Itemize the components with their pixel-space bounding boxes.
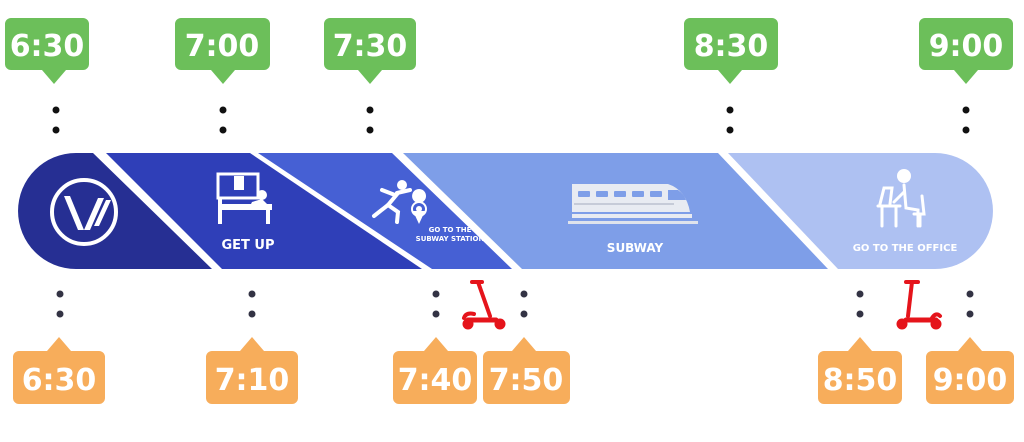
bottom-badge: 7:50 <box>483 337 570 404</box>
bottom-time-label: 6:30 <box>22 363 97 398</box>
top-dots <box>366 106 374 134</box>
bottom-time-label: 8:50 <box>823 363 898 398</box>
bottom-badge: 8:50 <box>818 337 902 404</box>
bottom-badge: 6:30 <box>13 337 105 404</box>
station-label-line2: SUBWAY STATION <box>416 235 485 243</box>
station-label-line1: GO TO THE <box>429 226 472 234</box>
bottom-dots <box>56 290 64 318</box>
running-person-icon <box>372 180 412 224</box>
bottom-dots <box>966 290 974 318</box>
top-dots <box>962 106 970 134</box>
segment-office <box>728 153 993 269</box>
segment-go-to-station <box>258 153 512 269</box>
bottom-badge: 9:00 <box>926 337 1014 404</box>
top-time-label: 6:30 <box>10 29 85 64</box>
top-time-label: 7:30 <box>333 29 408 64</box>
top-badge: 8:30 <box>684 18 778 84</box>
bottom-time-label: 7:10 <box>215 363 290 398</box>
timeline-band <box>18 153 993 269</box>
get-up-label: GET UP <box>221 238 274 253</box>
bottom-badge: 7:10 <box>206 337 298 404</box>
top-dots <box>52 106 60 134</box>
bottom-time-label: 7:50 <box>489 363 564 398</box>
location-pin-icon <box>411 189 427 224</box>
bottom-dots <box>520 290 528 318</box>
scooter-icon <box>896 280 942 330</box>
top-dots <box>726 106 734 134</box>
desk-worker-icon <box>876 169 926 228</box>
top-time-badges: 6:30 7:00 7:30 8:30 9:00 <box>5 18 1013 84</box>
subway-label: SUBWAY <box>607 241 664 255</box>
scooter-icon <box>462 280 506 330</box>
bottom-time-label: 9:00 <box>933 363 1008 398</box>
bottom-connectors <box>56 290 974 318</box>
top-time-label: 7:00 <box>185 29 260 64</box>
company-logo-icon <box>50 178 118 246</box>
bottom-dots <box>248 290 256 318</box>
bottom-dots <box>856 290 864 318</box>
segment-get-up <box>106 153 422 269</box>
bottom-dots <box>432 290 440 318</box>
top-badge: 7:30 <box>324 18 416 84</box>
top-badge: 7:00 <box>175 18 270 84</box>
bottom-badge: 7:40 <box>393 337 477 404</box>
top-dots <box>219 106 227 134</box>
top-time-label: 8:30 <box>694 29 769 64</box>
bottom-time-badges: 6:30 7:10 7:40 7:50 8:50 9:00 <box>13 337 1014 404</box>
top-time-label: 9:00 <box>929 29 1004 64</box>
office-label: GO TO THE OFFICE <box>853 243 958 254</box>
top-badge: 6:30 <box>5 18 89 84</box>
bed-person-icon <box>216 172 272 224</box>
bottom-time-label: 7:40 <box>398 363 473 398</box>
top-connectors <box>52 106 970 134</box>
train-icon <box>568 184 698 224</box>
top-badge: 9:00 <box>919 18 1013 84</box>
